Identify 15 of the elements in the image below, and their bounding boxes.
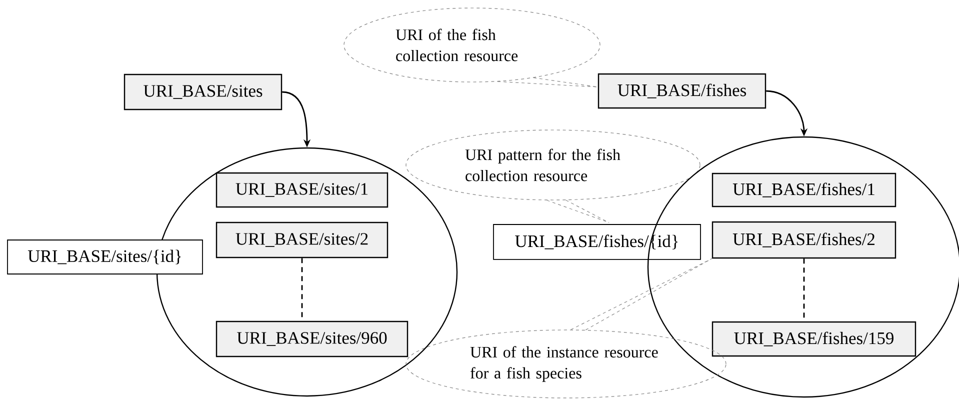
callout-bubble: URI of the instance resource for a fish species (406, 330, 726, 398)
uri-box: URI_BASE/sites/960 (216, 320, 408, 358)
uri-box: URI_BASE/fishes (598, 73, 766, 109)
uri-box: URI_BASE/sites/2 (216, 222, 388, 258)
callout-bubble: URI pattern for the fish collection resource (406, 130, 700, 200)
callout-tail (570, 258, 712, 330)
uri-box: URI_BASE/fishes/1 (712, 172, 896, 208)
uri-box: URI_BASE/sites (124, 74, 282, 110)
callout-tail (546, 200, 610, 223)
uri-box: URI_BASE/fishes/159 (712, 321, 916, 357)
callout-tail (497, 77, 598, 88)
uri-box: URI_BASE/sites/{id} (7, 240, 203, 274)
uri-box: URI_BASE/fishes/2 (712, 221, 896, 259)
uri-box: URI_BASE/sites/1 (216, 172, 388, 208)
callout-bubble: URI of the fish collection resource (344, 8, 600, 82)
